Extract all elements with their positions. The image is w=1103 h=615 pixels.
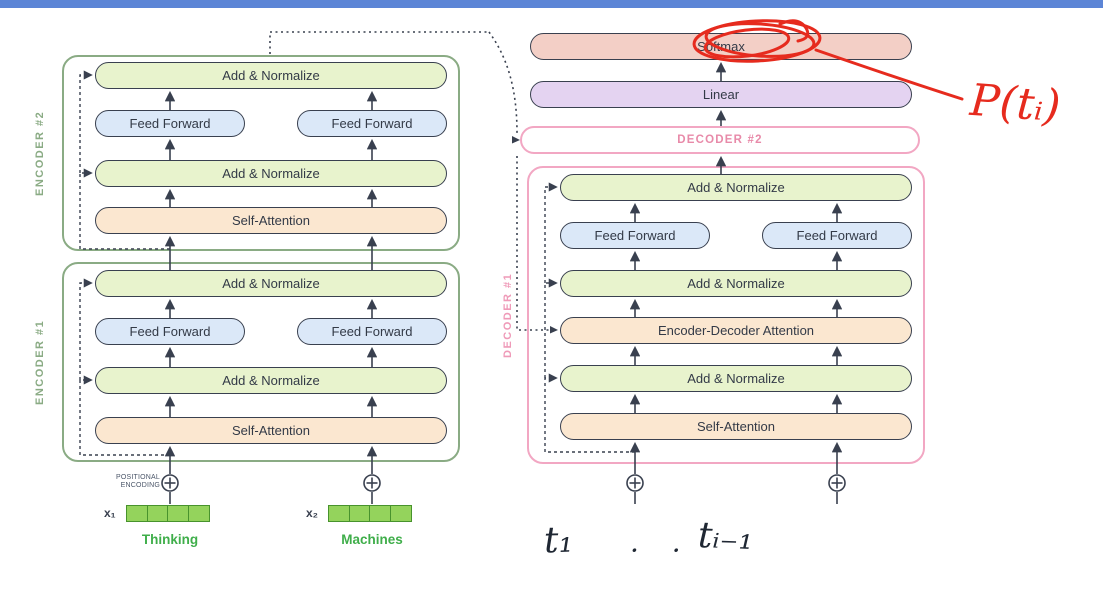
encoder1-add-normalize-top: Add & Normalize <box>95 270 447 297</box>
decoder1-feed-forward-right: Feed Forward <box>762 222 912 249</box>
plus-circle-icon <box>363 474 381 492</box>
handwritten-ellipsis: · · <box>630 534 693 567</box>
x1-label: x₁ <box>104 506 116 520</box>
decoder1-self-attention: Self-Attention <box>560 413 912 440</box>
encoder2-label: ENCODER #2 <box>34 110 46 196</box>
positional-add-icons <box>161 474 846 492</box>
embedding-cell <box>389 505 412 522</box>
encoder2-box <box>62 55 460 251</box>
decoder1-add-normalize-bottom: Add & Normalize <box>560 365 912 392</box>
embedding-cell <box>369 505 391 522</box>
encoder1-feed-forward-right: Feed Forward <box>297 318 447 345</box>
encoder1-add-normalize-mid: Add & Normalize <box>95 367 447 394</box>
linear-pill: Linear <box>530 81 912 108</box>
embedding-cell <box>187 505 210 522</box>
encoder2-feed-forward-left: Feed Forward <box>95 110 245 137</box>
encoder2-add-normalize-mid: Add & Normalize <box>95 160 447 187</box>
embedding-cell <box>348 505 371 522</box>
encoder1-feed-forward-left: Feed Forward <box>95 318 245 345</box>
decoder1-label: DECODER #1 <box>502 272 514 358</box>
input-word-thinking: Thinking <box>141 532 199 547</box>
x2-label: x₂ <box>306 506 319 520</box>
softmax-pill: Softmax <box>530 33 912 60</box>
positional-encoding-label: POSITIONAL ENCODING <box>88 474 160 490</box>
encoder2-add-normalize-top: Add & Normalize <box>95 62 447 89</box>
decoder1-add-normalize-top: Add & Normalize <box>560 174 912 201</box>
embedding-cell <box>328 505 350 522</box>
positional-encoding-line1: POSITIONAL <box>115 474 160 481</box>
decoder1-add-normalize-mid: Add & Normalize <box>560 270 912 297</box>
top-blue-bar <box>0 0 1103 8</box>
embedding-cell <box>167 505 189 522</box>
embedding-x2 <box>328 505 412 522</box>
embedding-x1 <box>126 505 210 522</box>
decoder2-pill: DECODER #2 <box>520 126 920 154</box>
positional-encoding-line2: ENCODING <box>120 482 160 489</box>
input-word-machines: Machines <box>341 532 403 547</box>
encoder2-self-attention: Self-Attention <box>95 207 447 234</box>
encoder2-feed-forward-right: Feed Forward <box>297 110 447 137</box>
decoder1-feed-forward-left: Feed Forward <box>560 222 710 249</box>
encoder1-box <box>62 262 460 462</box>
encoder1-self-attention: Self-Attention <box>95 417 447 444</box>
handwritten-probability: P(tᵢ) <box>968 74 1063 133</box>
plus-circle-icon <box>828 474 846 492</box>
decoder1-encoder-decoder-attention: Encoder-Decoder Attention <box>560 317 912 344</box>
plus-circle-icon <box>161 474 179 492</box>
embedding-cell <box>126 505 148 522</box>
embedding-cell <box>146 505 169 522</box>
plus-circle-icon <box>626 474 644 492</box>
encoder1-label: ENCODER #1 <box>34 319 46 405</box>
handwritten-token-t1: t₁ <box>543 519 574 562</box>
handwritten-token-t-prev: tᵢ₋₁ <box>697 515 754 558</box>
